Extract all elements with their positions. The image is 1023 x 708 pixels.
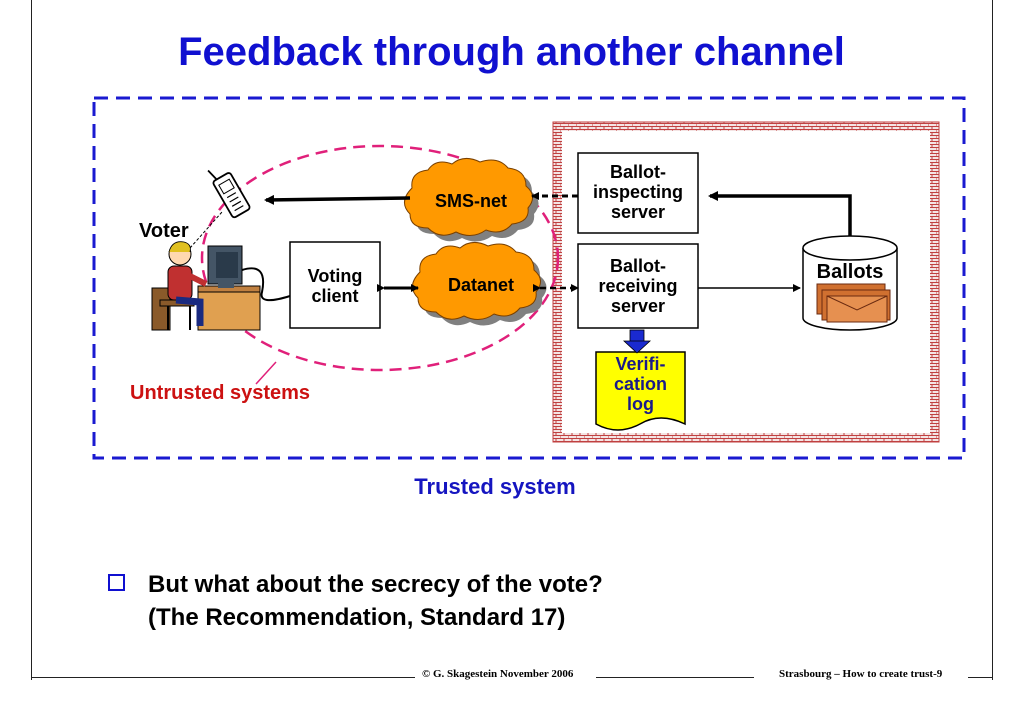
datanet-cloud [412,242,547,326]
ballots-text: Ballots [816,261,884,283]
voter-at-computer-icon [151,241,291,331]
arrow-smsnet-to-phone [264,194,411,205]
sms-net-label: SMS-net [418,191,524,211]
ballot-envelopes [816,283,891,323]
voting-client-text: Voting client [307,266,363,306]
ballot-inspecting-server-box [577,152,699,234]
untrusted-pointer-line [255,361,277,385]
untrusted-systems-label: Untrusted systems [130,382,311,404]
ballot-receiving-label: Ballot- receiving server [578,256,698,316]
footer-page-info: Strasbourg – How to create trust-9 [779,668,943,680]
slide-frame-right [992,0,993,680]
voting-client-box [289,241,381,329]
untrusted-systems-ellipse [200,144,560,372]
verification-log-document [595,351,686,431]
ballots-label: Ballots [803,262,897,282]
trusted-system-boundary [92,96,966,460]
bullet-line-2: (The Recommendation, Standard 17) [148,604,566,631]
bullet-text: But what about the secrecy of the vote? … [148,568,748,634]
footer-copyright: © G. Skagestein November 2006 [422,668,574,680]
datanet-label: Datanet [428,275,534,295]
sms-net-cloud [404,158,539,242]
arrow-ballots-to-inspecting [708,191,852,236]
slide-frame-left [31,0,32,680]
trusted-system-label: Trusted system [414,474,576,499]
ballot-receiving-text: Ballot- receiving server [598,256,678,316]
sms-net-text: SMS-net [435,191,507,211]
verification-log-label: Verifi- cation log [596,354,685,414]
log-write-arrow [622,329,652,354]
mobile-phone-icon [207,169,251,219]
footer-line-left [31,677,415,678]
slide-title: Feedback through another channel [178,30,845,74]
ballot-inspecting-label: Ballot- inspecting server [578,162,698,222]
bullet-checkbox-icon [108,574,125,591]
voting-client-label: Voting client [290,266,380,306]
footer-line-right [968,677,993,678]
footer-line-middle [596,677,754,678]
voter-phone-dotted-line [189,211,223,249]
verification-log-text: Verifi- cation log [613,354,667,414]
voter-label: Voter [139,220,189,242]
datanet-text: Datanet [447,275,514,295]
ballot-inspecting-text: Ballot- inspecting server [592,162,683,222]
bullet-line-1: But what about the secrecy of the vote? [148,571,603,598]
